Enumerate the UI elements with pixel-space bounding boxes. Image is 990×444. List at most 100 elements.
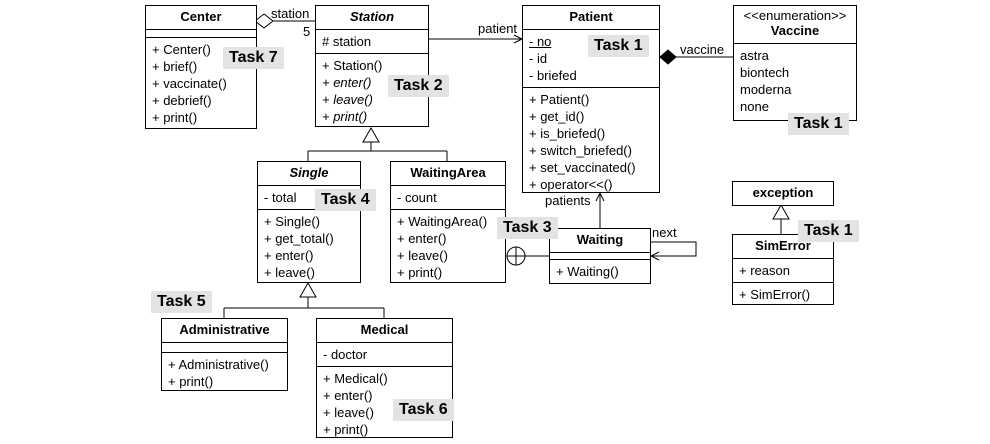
- operation: + vaccinate(): [152, 76, 227, 91]
- class-simerror-name: SimError: [733, 235, 833, 259]
- class-exception-name: exception: [752, 185, 814, 200]
- waitingarea-waiting-nesting: [506, 246, 549, 266]
- class-single: Single - total + Single() + get_total() …: [257, 161, 361, 283]
- class-patient: Patient - no - id - briefed + Patient() …: [522, 5, 660, 193]
- single-generalization: [223, 281, 385, 319]
- operation: + Center(): [152, 42, 211, 57]
- operation: + enter(): [397, 231, 447, 246]
- class-center-operations: + Center() + brief() + vaccinate() + deb…: [146, 38, 256, 129]
- class-waiting: Waiting + Waiting(): [549, 228, 651, 284]
- enum-value: none: [740, 99, 769, 114]
- attribute: - briefed: [529, 68, 577, 83]
- enum-value: astra: [740, 48, 769, 63]
- operation: + print(): [397, 265, 443, 280]
- class-administrative-name: Administrative: [162, 319, 287, 343]
- operation: + switch_briefed(): [529, 143, 632, 158]
- class-medical-name: Medical: [317, 319, 452, 343]
- vaccine-role-label: vaccine: [680, 42, 725, 57]
- next-role-label: next: [652, 225, 677, 240]
- task-label: Task 2: [388, 75, 449, 97]
- class-simerror-operations: + SimError(): [733, 283, 833, 306]
- class-patient-name: Patient: [523, 6, 659, 30]
- station-multiplicity-label: 5: [303, 24, 311, 39]
- station-patient-association: [429, 34, 524, 44]
- class-single-attributes: - total: [258, 186, 360, 210]
- operation: + Patient(): [529, 92, 590, 107]
- attribute: # station: [322, 34, 372, 49]
- operation: + brief(): [152, 59, 198, 74]
- operation: + SimError(): [739, 287, 811, 302]
- task-label: Task 1: [798, 220, 859, 242]
- waiting-patient-association: [595, 191, 605, 228]
- operation: + print(): [323, 422, 369, 437]
- exception-generalization: [772, 203, 790, 234]
- class-medical-attributes: - doctor: [317, 343, 452, 367]
- operation: + WaitingArea(): [397, 214, 488, 229]
- class-waiting-operations: + Waiting(): [550, 260, 650, 283]
- operation: + Station(): [322, 58, 383, 73]
- operation: + Administrative(): [168, 357, 269, 372]
- operation: + leave(): [323, 405, 374, 420]
- operation: + Waiting(): [556, 264, 619, 279]
- class-administrative-attributes: [162, 343, 287, 353]
- center-station-aggregation: [254, 13, 317, 29]
- task-label: Task 6: [393, 399, 454, 421]
- class-patient-attributes: - no - id - briefed: [523, 30, 659, 88]
- class-vaccine: <<enumeration>> Vaccine astra biontech m…: [733, 5, 857, 121]
- class-administrative: Administrative + Administrative() + prin…: [161, 318, 288, 391]
- operation: + leave(): [322, 92, 373, 107]
- class-vaccine-header: <<enumeration>> Vaccine: [734, 6, 856, 44]
- attribute: - total: [264, 190, 297, 205]
- station-role-label: station: [271, 6, 310, 21]
- operation: + enter(): [323, 388, 373, 403]
- class-waiting-attributes: [550, 253, 650, 260]
- class-single-name: Single: [258, 162, 360, 186]
- class-station-attributes: # station: [316, 30, 428, 54]
- operation: + get_total(): [264, 231, 334, 246]
- class-waitingarea-operations: + WaitingArea() + enter() + leave() + pr…: [391, 210, 505, 284]
- operation: + is_briefed(): [529, 126, 606, 141]
- operation: + get_id(): [529, 109, 585, 124]
- operation: + debrief(): [152, 93, 212, 108]
- operation: + print(): [322, 109, 368, 124]
- station-generalization: [307, 126, 448, 162]
- attribute: - count: [397, 190, 437, 205]
- operation: + Medical(): [323, 371, 388, 386]
- patient-vaccine-composition: [659, 49, 734, 65]
- task-label: Task 7: [223, 47, 284, 69]
- operation: + operator<<(): [529, 177, 613, 192]
- vaccine-stereotype: <<enumeration>>: [743, 8, 847, 23]
- class-administrative-operations: + Administrative() + print(): [162, 353, 287, 393]
- class-station-name: Station: [316, 6, 428, 30]
- patient-role-label: patient: [478, 21, 518, 36]
- enum-value: moderna: [740, 82, 792, 97]
- enum-value: biontech: [740, 65, 790, 80]
- class-vaccine-values: astra biontech moderna none: [734, 44, 856, 118]
- class-simerror-attributes: + reason: [733, 259, 833, 283]
- operation: + Single(): [264, 214, 320, 229]
- task-label: Task 5: [151, 291, 212, 313]
- waiting-self-association: [649, 241, 697, 261]
- attribute: - no: [529, 34, 552, 49]
- class-exception: exception: [732, 181, 834, 206]
- class-station-operations: + Station() + enter() + leave() + print(…: [316, 54, 428, 128]
- patients-role-label: patients: [545, 193, 591, 208]
- operation: + print(): [168, 374, 214, 389]
- task-label: Task 4: [315, 189, 376, 211]
- class-waiting-name: Waiting: [550, 229, 650, 253]
- attribute: - id: [529, 51, 548, 66]
- operation: + enter(): [264, 248, 314, 263]
- task-label: Task 1: [788, 113, 849, 135]
- operation: + print(): [152, 110, 198, 125]
- attribute: + reason: [739, 263, 790, 278]
- class-station: Station # station + Station() + enter() …: [315, 5, 429, 127]
- class-waitingarea-attributes: - count: [391, 186, 505, 210]
- attribute: - doctor: [323, 347, 368, 362]
- operation: + leave(): [264, 265, 315, 280]
- operation: + set_vaccinated(): [529, 160, 636, 175]
- class-single-operations: + Single() + get_total() + enter() + lea…: [258, 210, 360, 284]
- task-label: Task 3: [497, 217, 558, 239]
- class-vaccine-name: Vaccine: [770, 23, 820, 38]
- task-label: Task 1: [588, 35, 649, 57]
